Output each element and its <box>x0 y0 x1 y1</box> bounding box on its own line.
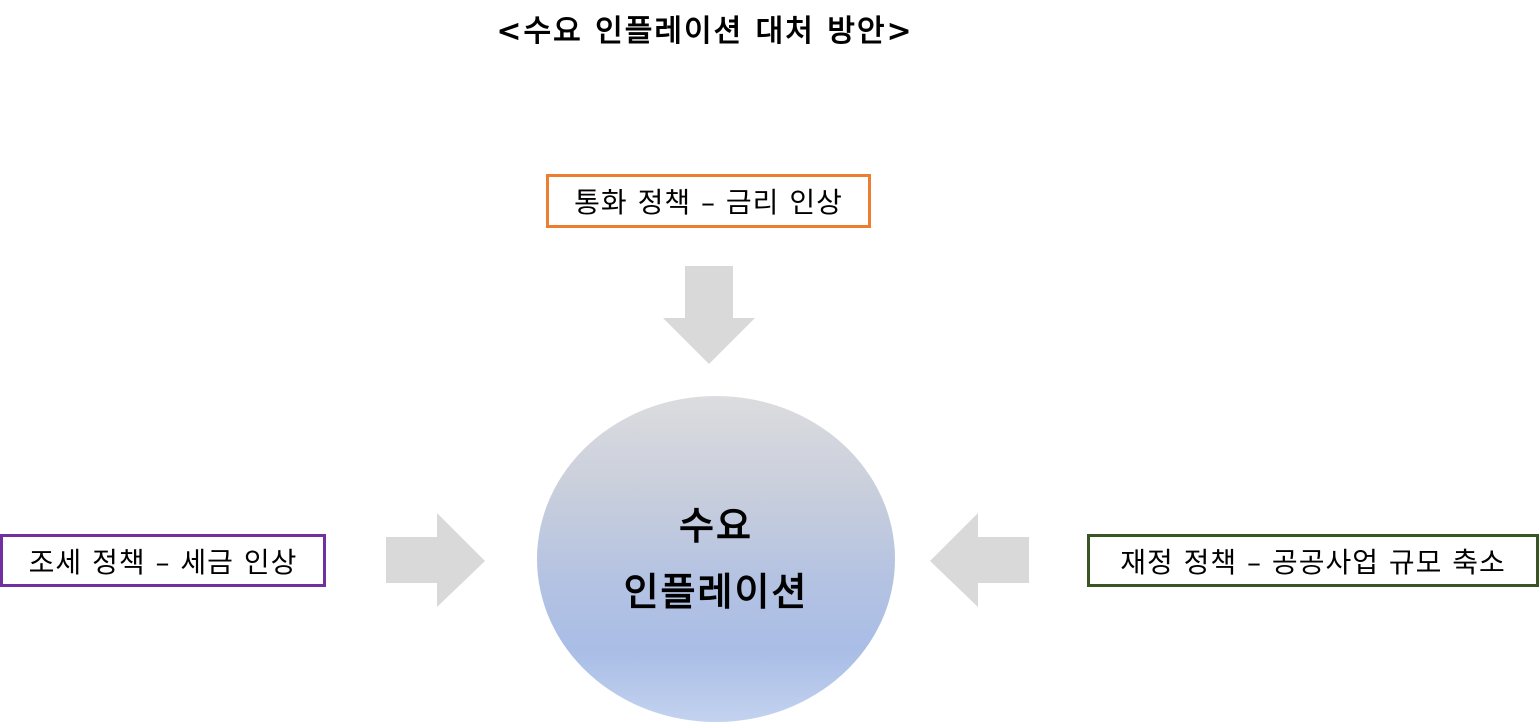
center-label-line2: 인플레이션 <box>623 570 809 614</box>
center-label-line1: 수요 <box>679 504 753 548</box>
monetary-policy-box: 통화 정책 – 금리 인상 <box>546 174 871 228</box>
demand-inflation-circle: 수요 인플레이션 <box>537 396 895 722</box>
fiscal-policy-box: 재정 정책 – 공공사업 규모 축소 <box>1087 534 1539 587</box>
monetary-policy-label: 통화 정책 – 금리 인상 <box>574 186 843 219</box>
tax-policy-box: 조세 정책 – 세금 인상 <box>0 534 326 587</box>
diagram-title: <수요 인플레이션 대처 방안> <box>496 14 914 49</box>
fiscal-policy-label: 재정 정책 – 공공사업 규모 축소 <box>1120 545 1506 579</box>
arrow-left-icon <box>930 513 1029 607</box>
tax-policy-label: 조세 정책 – 세금 인상 <box>28 545 298 579</box>
arrow-down-icon <box>663 266 755 364</box>
arrow-right-icon <box>386 513 485 607</box>
